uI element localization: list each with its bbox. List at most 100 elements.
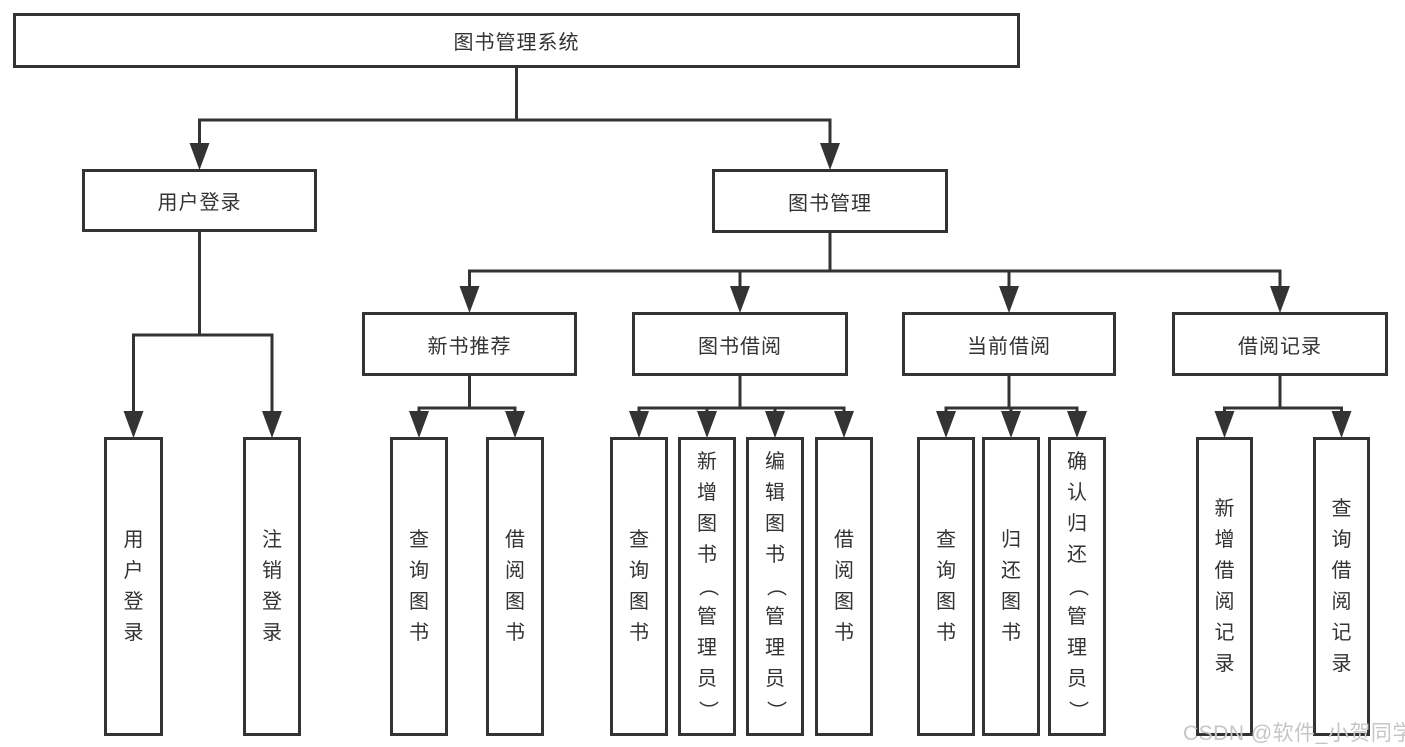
arrowhead-icon bbox=[697, 411, 717, 438]
arrowhead-icon bbox=[1067, 411, 1087, 438]
node-label-char: 管 bbox=[765, 606, 785, 628]
node-label-char: 书 bbox=[505, 621, 525, 644]
node-label-char: ） bbox=[696, 700, 719, 721]
node-new-book-recommend: 新书推荐 bbox=[362, 312, 577, 376]
node-label-char: 员 bbox=[765, 668, 785, 690]
node-leaf-cb-confirm: 确认归还 （ 管理员 ） bbox=[1048, 437, 1106, 736]
node-leaf-user-login: 用户登录 bbox=[104, 437, 163, 736]
node-leaf-bb-edit: 编辑图书（管理员） bbox=[746, 437, 804, 736]
node-label: 借阅图书 bbox=[834, 440, 854, 733]
node-leaf-bb-borrow: 借阅图书 bbox=[815, 437, 873, 736]
arrowhead-icon bbox=[936, 411, 956, 438]
node-label-char: 登 bbox=[262, 590, 282, 613]
node-label-char: 图 bbox=[629, 590, 649, 613]
node-label-char: 销 bbox=[262, 559, 282, 582]
node-label: 用户登录 bbox=[124, 440, 144, 733]
node-label-char: 查 bbox=[409, 528, 429, 551]
arrowhead-icon bbox=[409, 411, 429, 438]
node-label-char: 阅 bbox=[1214, 590, 1235, 613]
node-label-char: 借 bbox=[505, 528, 525, 551]
node-label-char: 新 bbox=[697, 451, 717, 473]
node-leaf-br-add: 新增借阅记录 bbox=[1196, 437, 1253, 736]
node-label: 查询图书 bbox=[409, 440, 429, 733]
node-label-char: （ bbox=[764, 576, 787, 597]
node-label-char: 用 bbox=[123, 528, 144, 551]
node-leaf-bb-query: 查询图书 bbox=[610, 437, 668, 736]
node-label-char: 确 bbox=[1067, 451, 1087, 473]
node-label-char: 查 bbox=[629, 528, 649, 551]
node-label-char: 图 bbox=[936, 590, 956, 613]
node-label-char: 归 bbox=[1001, 528, 1021, 551]
node-label-char: 录 bbox=[1331, 652, 1352, 675]
node-label: 新增图书（管理员） bbox=[697, 440, 719, 733]
node-label-char: 询 bbox=[1331, 528, 1352, 551]
node-label-char: 编 bbox=[765, 451, 785, 473]
node-borrow-records: 借阅记录 bbox=[1172, 312, 1388, 376]
node-label-char: 图 bbox=[505, 590, 525, 613]
node-label-char: 辑 bbox=[765, 482, 785, 504]
node-label: 新增借阅记录 bbox=[1215, 440, 1235, 733]
node-label: 编辑图书（管理员） bbox=[765, 440, 787, 733]
node-label: 查询借阅记录 bbox=[1332, 440, 1352, 733]
node-label-char: 员 bbox=[697, 668, 717, 690]
arrowhead-icon bbox=[505, 411, 525, 438]
arrowhead-icon bbox=[459, 286, 480, 313]
node-leaf-nb-query: 查询图书 bbox=[390, 437, 448, 736]
node-label-char: 记 bbox=[1331, 621, 1352, 644]
node-label-char: 理 bbox=[697, 637, 717, 659]
node-label-char: 管 bbox=[697, 606, 717, 628]
node-label-char: 图 bbox=[409, 590, 429, 613]
node-label-char: 还 bbox=[1001, 559, 1021, 582]
node-label-char: ） bbox=[1066, 700, 1089, 721]
node-label-char: 记 bbox=[1214, 621, 1235, 644]
node-label-char: 录 bbox=[262, 621, 282, 644]
node-label-char: 书 bbox=[409, 621, 429, 644]
arrowhead-icon bbox=[1270, 286, 1290, 313]
node-label: 确认归还 （ 管理员 ） bbox=[1067, 440, 1089, 733]
arrowhead-icon bbox=[123, 411, 144, 438]
arrowhead-icon bbox=[999, 286, 1019, 313]
node-label-char: 阅 bbox=[1331, 590, 1352, 613]
node-label-char: 书 bbox=[629, 621, 649, 644]
node-label-char: 录 bbox=[1214, 652, 1235, 675]
node-root: 图书管理系统 bbox=[13, 13, 1020, 68]
node-label-char: 图 bbox=[697, 513, 717, 535]
node-label-char: 理 bbox=[1067, 637, 1087, 659]
node-label-char: 询 bbox=[409, 559, 429, 582]
node-label: 借阅图书 bbox=[505, 440, 525, 733]
node-label: 注销登录 bbox=[262, 440, 282, 733]
arrowhead-icon bbox=[1001, 411, 1021, 438]
node-label: 新书推荐 bbox=[427, 335, 512, 358]
node-label-char: 借 bbox=[1331, 559, 1352, 582]
node-label-char: 员 bbox=[1067, 668, 1087, 690]
node-leaf-cb-return: 归还图书 bbox=[982, 437, 1040, 736]
node-user-login: 用户登录 bbox=[82, 169, 317, 232]
node-label-char: 户 bbox=[123, 559, 144, 582]
node-label-char: 认 bbox=[1067, 482, 1087, 504]
node-label-char: 登 bbox=[123, 590, 144, 613]
node-label-char: 新 bbox=[1214, 497, 1235, 520]
node-label-char: 询 bbox=[629, 559, 649, 582]
node-current-borrow: 当前借阅 bbox=[902, 312, 1116, 376]
arrowhead-icon bbox=[834, 411, 854, 438]
arrowhead-icon bbox=[765, 411, 785, 438]
node-label-char: 图 bbox=[765, 513, 785, 535]
node-leaf-bb-add: 新增图书（管理员） bbox=[678, 437, 736, 736]
node-label-char: 管 bbox=[1067, 606, 1087, 628]
arrowhead-icon bbox=[629, 411, 649, 438]
node-label-char: 归 bbox=[1067, 513, 1087, 535]
node-label: 借阅记录 bbox=[1238, 335, 1322, 358]
node-label-char: 还 bbox=[1067, 544, 1087, 566]
arrowhead-icon bbox=[1331, 411, 1352, 438]
node-label-char: ） bbox=[764, 700, 787, 721]
node-label: 查询图书 bbox=[629, 440, 649, 733]
node-label-char: 书 bbox=[936, 621, 956, 644]
node-label-char: 增 bbox=[697, 482, 717, 504]
node-leaf-br-query: 查询借阅记录 bbox=[1313, 437, 1370, 736]
node-label-char: （ bbox=[1066, 576, 1089, 597]
node-label-char: 书 bbox=[765, 544, 785, 566]
node-label: 图书借阅 bbox=[698, 335, 782, 358]
node-book-management: 图书管理 bbox=[712, 169, 948, 233]
node-label: 查询图书 bbox=[936, 440, 956, 733]
